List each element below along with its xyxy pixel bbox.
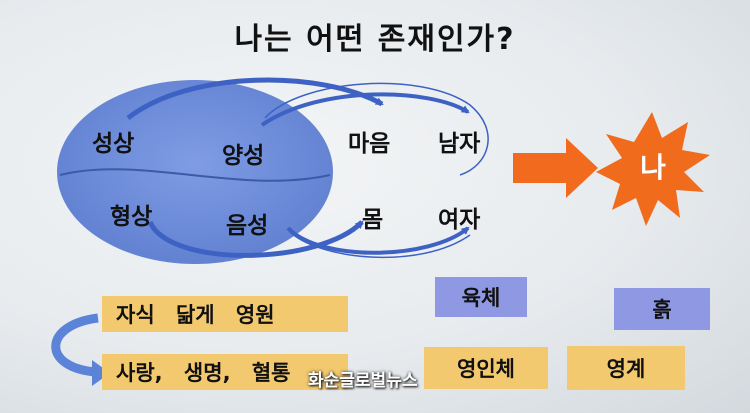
word-yangseong: 양성 [222,143,265,169]
arrow-eumseong-to-yeoja [286,226,470,255]
word-hyeongsang: 형상 [110,204,153,230]
word-seongsang: 성상 [92,131,135,157]
box-yeongince: 영인체 [424,347,548,389]
arrow-yangseong-to-namja [260,92,470,127]
box-yeonggye: 영계 [567,346,685,390]
word-maeum: 마음 [348,131,391,157]
arrow-hyeongsang-to-mom [147,220,364,258]
page-title: 나는 어떤 존재인가? [234,22,516,57]
arrow-seongsang-to-maeum [126,77,384,120]
box-yukche: 육체 [435,277,527,317]
word-eumseong: 음성 [226,213,269,239]
word-mom: 몸 [362,207,384,233]
word-yeoja: 여자 [438,207,481,233]
watermark: 화순글로벌뉴스 [308,371,418,391]
box-row2: 사랑, 생명, 혈통 [102,354,348,390]
left-curve-arrow [51,313,99,377]
star-burst [596,112,710,226]
ellipse-divider [59,168,331,182]
star-label: 나 [640,151,666,184]
orange-arrow [513,138,598,198]
left-curve-arrowhead [92,360,110,386]
upper-outline-curve [264,82,489,176]
word-namja: 남자 [438,131,481,157]
box-heuk: 흙 [614,288,710,330]
box-row1: 자식 닮게 영원 [102,296,348,332]
